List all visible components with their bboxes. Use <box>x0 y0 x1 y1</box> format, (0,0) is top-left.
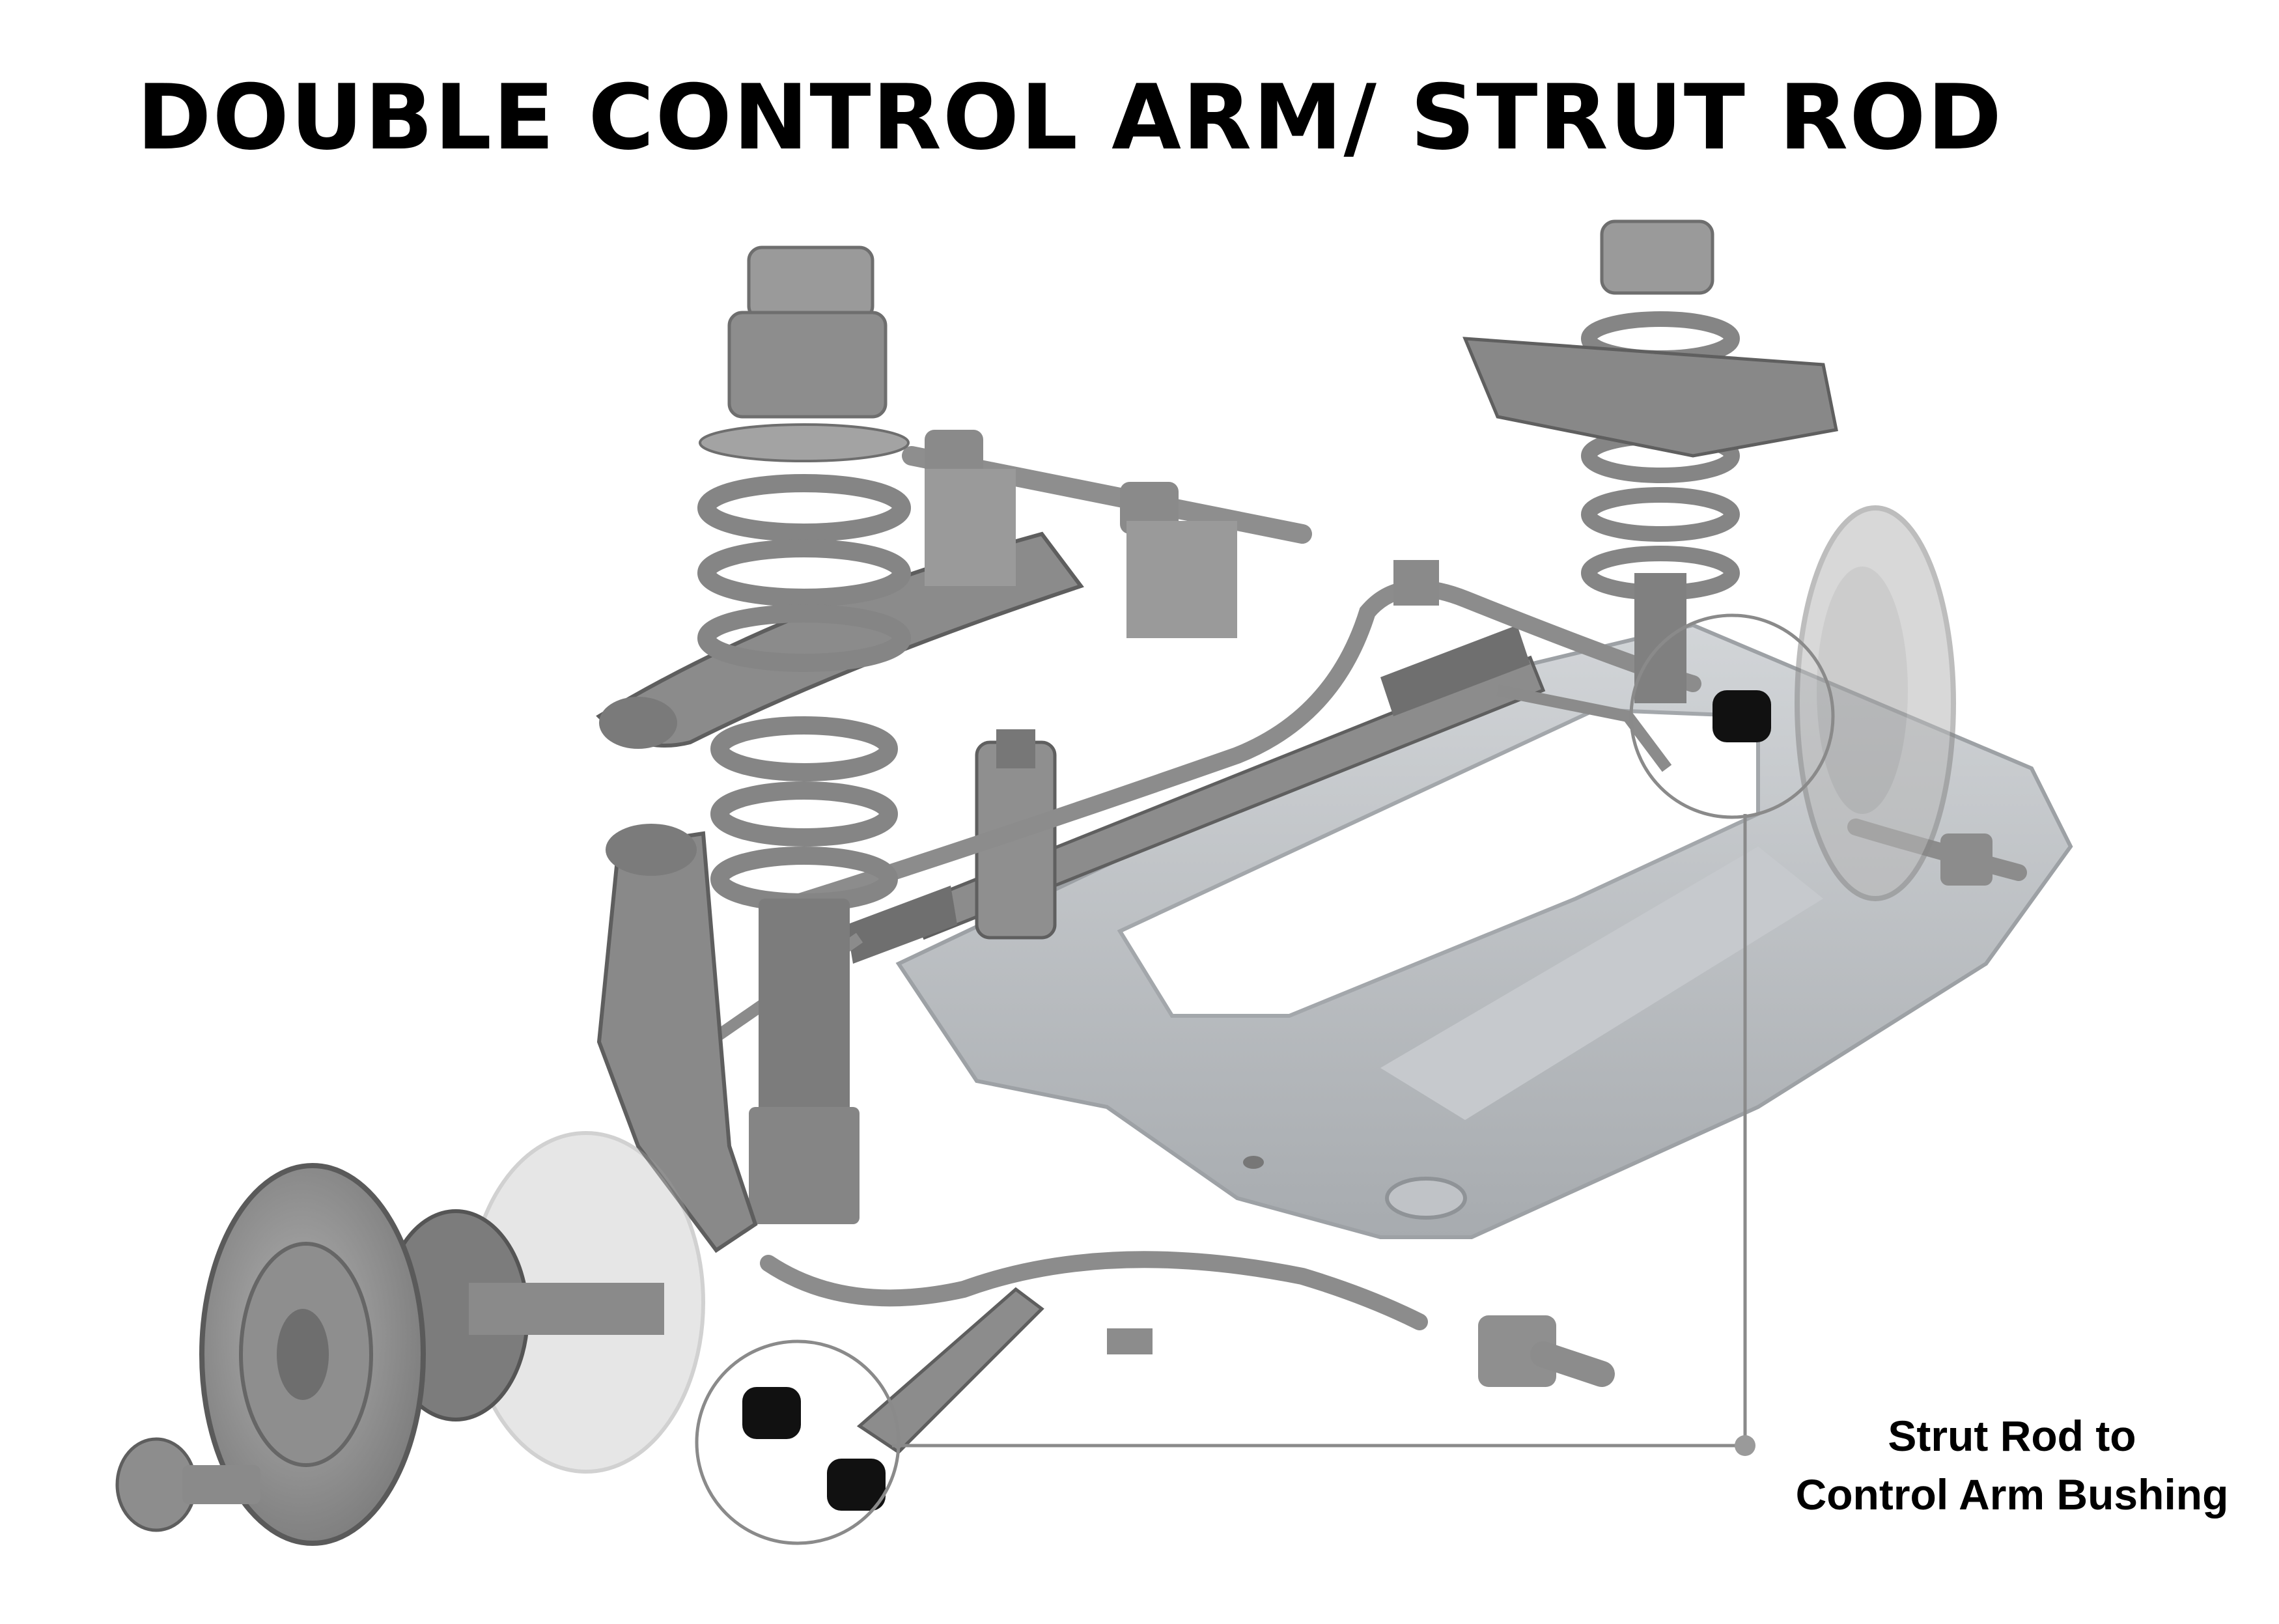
strut-spring-right <box>1462 219 1838 703</box>
callout-label: Strut Rod to Control Arm Bushing <box>1758 1407 2266 1524</box>
brake-rotor-right <box>1795 505 1956 901</box>
upper-arm-pivot-shaft <box>902 430 1312 638</box>
bushing-lower-a <box>742 1387 801 1439</box>
bushing-lower-b <box>827 1459 886 1511</box>
leader-dot <box>1735 1435 1755 1456</box>
callout-markers <box>695 613 1835 1545</box>
brake-rotor-left <box>199 1163 426 1546</box>
page-title: DOUBLE CONTROL ARM/ STRUT ROD <box>137 65 2004 170</box>
strut-spring-left <box>697 245 911 1224</box>
callout-line-1: Strut Rod to <box>1888 1412 2136 1460</box>
highlighted-bushings <box>742 690 1771 1511</box>
callout-circle-upper <box>1629 613 1835 819</box>
sway-bar-upper <box>760 560 1701 920</box>
callout-circle-lower <box>695 1339 901 1545</box>
steering-knuckle-left <box>596 824 758 1253</box>
strut-rod <box>856 1287 1615 1455</box>
upper-control-arm-left <box>596 531 1084 749</box>
bushing-upper <box>1713 690 1771 742</box>
callout-line-2: Control Arm Bushing <box>1795 1470 2229 1519</box>
hub-cap-nut <box>115 1437 260 1532</box>
crossmember-subframe <box>895 623 2073 1239</box>
